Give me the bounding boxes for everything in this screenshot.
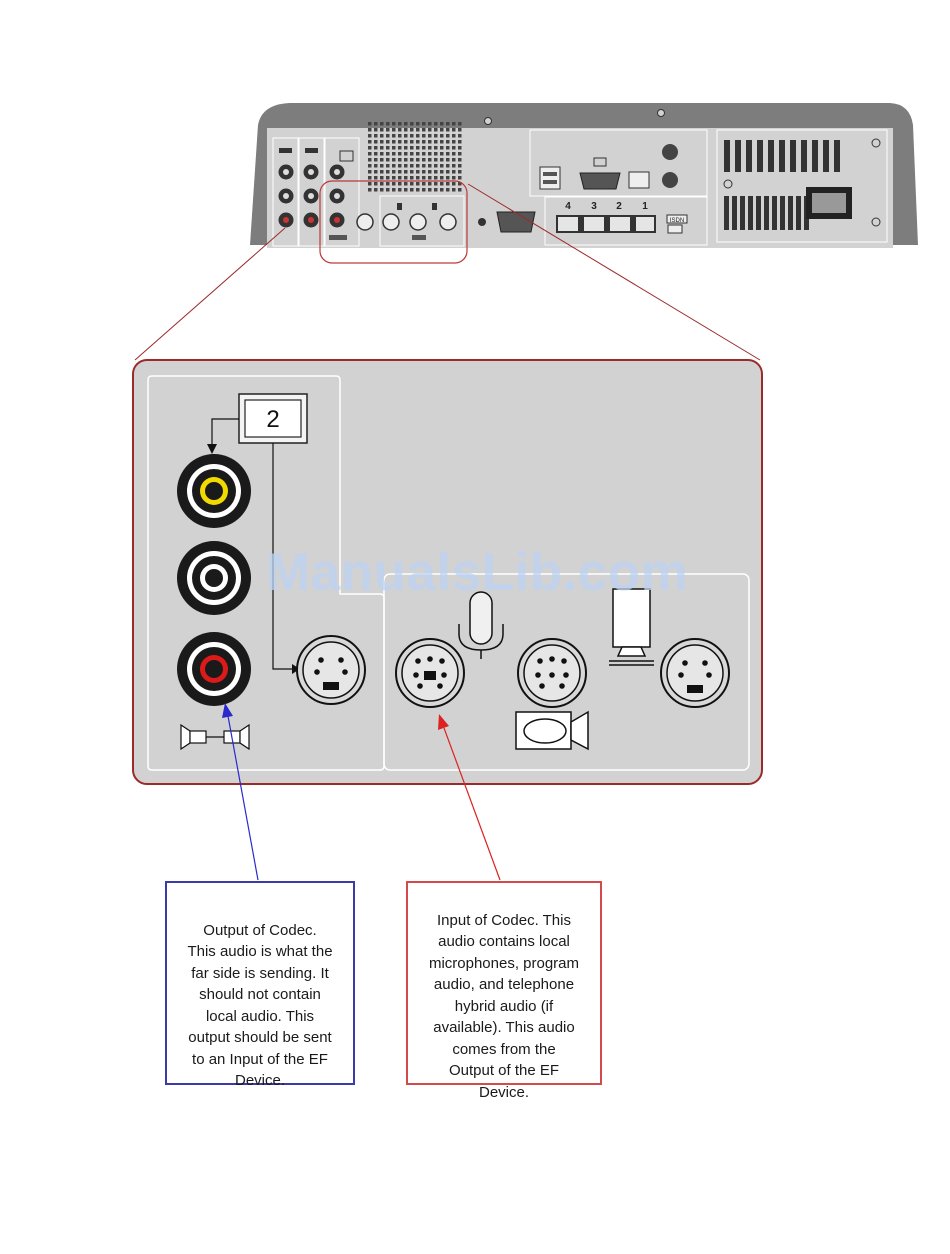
codec-output-callout-text: Output of Codec. This audio is what the …: [187, 921, 333, 1090]
network-port-label: 3: [591, 201, 597, 212]
zoom-panel-frame: [132, 359, 763, 785]
vga-section: [478, 211, 536, 233]
camera-control-connector: [517, 638, 587, 708]
codec-output-callout: Output of Codec. This audio is what the …: [165, 881, 355, 1089]
rca-jack-yellow: [177, 454, 251, 528]
screw: [657, 109, 665, 117]
svideo-link-arrowhead: [292, 664, 300, 674]
vent-grille: [368, 122, 462, 192]
isdn-label: ISDN: [670, 218, 684, 224]
audio-rca-section-3: [324, 137, 374, 247]
audio-group-outline: [147, 375, 385, 771]
rca-jack-white: [177, 541, 251, 615]
codec-input-callout-text: Input of Codec. This audio contains loca…: [428, 911, 580, 1101]
network-port-label: 1: [642, 201, 648, 212]
zoom-source-highlight: [319, 180, 468, 264]
camera-control-icon: [609, 588, 654, 666]
audio-rca-section-2: [298, 137, 325, 247]
selector-arrowhead: [207, 444, 217, 454]
mic-input-connector-8pin: [395, 638, 465, 708]
network-section: 4 3 2 1 ISDN: [544, 196, 708, 246]
svideo-link-line: [272, 443, 295, 670]
mic-camera-section: [379, 195, 465, 247]
codec-back-panel: 4 3 2 1 ISDN: [250, 103, 918, 264]
svideo-connector: [296, 635, 366, 705]
microphone-icon: [458, 591, 504, 659]
watermark-text: ManualsLib.com: [266, 543, 689, 602]
zoomed-connector-panel: 2: [132, 359, 763, 785]
network-port-label: 4: [565, 201, 571, 212]
mic-camera-group-outline: [383, 573, 750, 771]
network-port-label: 2: [616, 201, 622, 212]
computer-ports-section: [529, 129, 708, 197]
output-callout-arrow: [222, 703, 259, 881]
audio-output-icon: [180, 723, 250, 751]
input-selector-number: 2: [266, 406, 279, 433]
keypad-connector: [660, 638, 730, 708]
rca-jack-red: [177, 632, 251, 706]
codec-input-callout: Input of Codec. This audio contains loca…: [406, 881, 602, 1101]
zoom-lines: [134, 183, 761, 361]
input-callout-arrow: [438, 714, 501, 881]
audio-rca-section-1: [272, 137, 299, 247]
screw: [484, 117, 492, 125]
selector-arrow-line: [211, 418, 239, 446]
camera-icon: [515, 710, 589, 751]
power-supply-section: [716, 129, 888, 243]
